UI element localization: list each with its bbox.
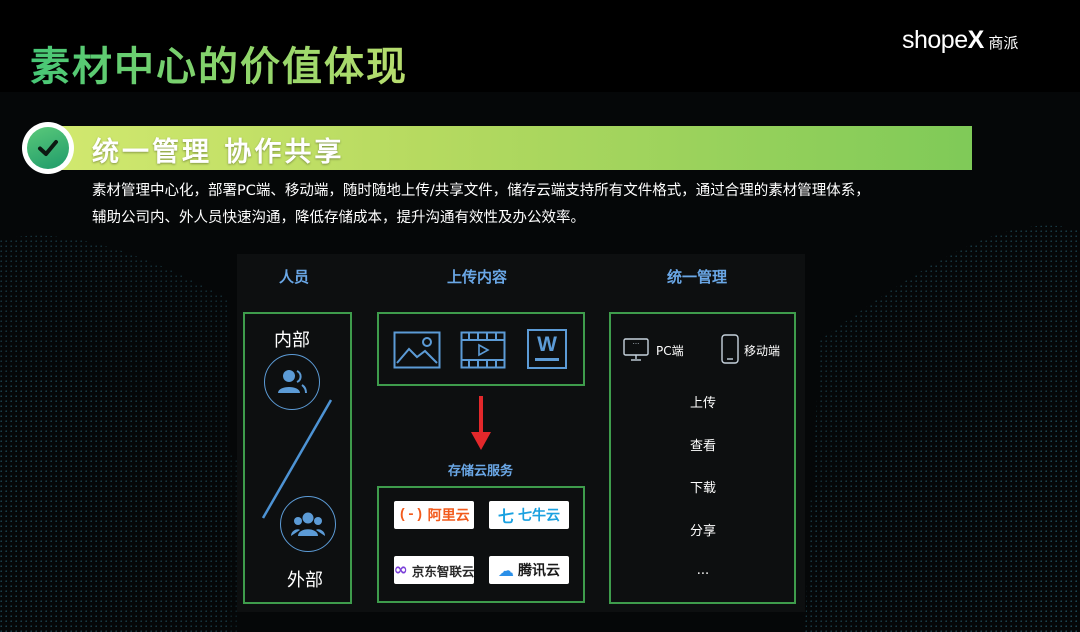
- section-banner: [60, 126, 972, 170]
- mobile-label: 移动端: [744, 344, 781, 358]
- storage-cloud-label: 存储云服务: [448, 464, 514, 479]
- operation-download: 下载: [689, 481, 716, 496]
- monitor-icon: ...: [623, 338, 649, 362]
- divider-slash: [261, 399, 333, 519]
- qiniu-mark: 七: [497, 507, 514, 526]
- qiniu-logo: 七 七牛云: [489, 501, 569, 529]
- jd-cloud-mark: ∞: [393, 560, 408, 580]
- internal-label: 内部: [274, 330, 310, 351]
- content-types-box: [377, 312, 585, 386]
- external-users-icon: [280, 496, 336, 552]
- management-box: [609, 312, 796, 604]
- tencent-cloud-mark: ☁: [498, 560, 514, 580]
- title-bar: [0, 0, 1080, 92]
- upload-heading: 上传内容: [447, 268, 508, 286]
- cloud-providers-box: [377, 486, 585, 603]
- internal-users-icon: [264, 354, 320, 410]
- jd-cloud-name: 京东智联云: [411, 563, 475, 579]
- jd-cloud-logo: ∞ 京东智联云: [394, 556, 474, 584]
- word-document-icon: W: [527, 329, 567, 369]
- tencent-cloud-name: 腾讯云: [518, 563, 560, 579]
- image-icon: [393, 331, 441, 369]
- pc-label: PC端: [656, 344, 684, 358]
- people-box: [243, 312, 352, 604]
- down-arrow-icon: [471, 396, 491, 450]
- page-title: 素材中心的价值体现: [30, 34, 408, 92]
- people-heading: 人员: [279, 268, 310, 286]
- operation-share: 分享: [689, 524, 716, 539]
- section-description: 素材管理中心化，部署PC端、移动端，随时随地上传/共享文件，储存云端支持所有文件…: [92, 178, 1022, 232]
- external-label: 外部: [287, 570, 323, 591]
- check-badge: [22, 122, 74, 174]
- description-line-2: 辅助公司内、外人员快速沟通，降低存储成本，提升沟通有效性及办公效率。: [92, 210, 585, 226]
- operation-more: ...: [696, 563, 710, 578]
- qiniu-name: 七牛云: [518, 508, 560, 524]
- section-title: 统一管理 协作共享: [92, 137, 345, 168]
- word-letter: W: [537, 333, 557, 356]
- logo-wordmark: shope: [902, 26, 968, 54]
- video-icon: [460, 331, 506, 369]
- logo-x-mark: X: [967, 26, 985, 54]
- aliyun-logo: (-) 阿里云: [394, 501, 474, 529]
- shopex-logo: shope X 商派: [902, 26, 1018, 54]
- operation-upload: 上传: [689, 396, 716, 411]
- management-heading: 统一管理: [667, 268, 728, 286]
- monitor-screen-text: ...: [632, 338, 640, 346]
- aliyun-name: 阿里云: [427, 508, 470, 524]
- mobile-phone-icon: [721, 334, 739, 364]
- description-line-1: 素材管理中心化，部署PC端、移动端，随时随地上传/共享文件，储存云端支持所有文件…: [92, 183, 870, 199]
- logo-chinese-name: 商派: [988, 34, 1019, 52]
- aliyun-mark: (-): [398, 507, 424, 523]
- operation-view: 查看: [689, 439, 716, 454]
- checkmark-icon: [27, 127, 69, 169]
- tencent-cloud-logo: ☁ 腾讯云: [489, 556, 569, 584]
